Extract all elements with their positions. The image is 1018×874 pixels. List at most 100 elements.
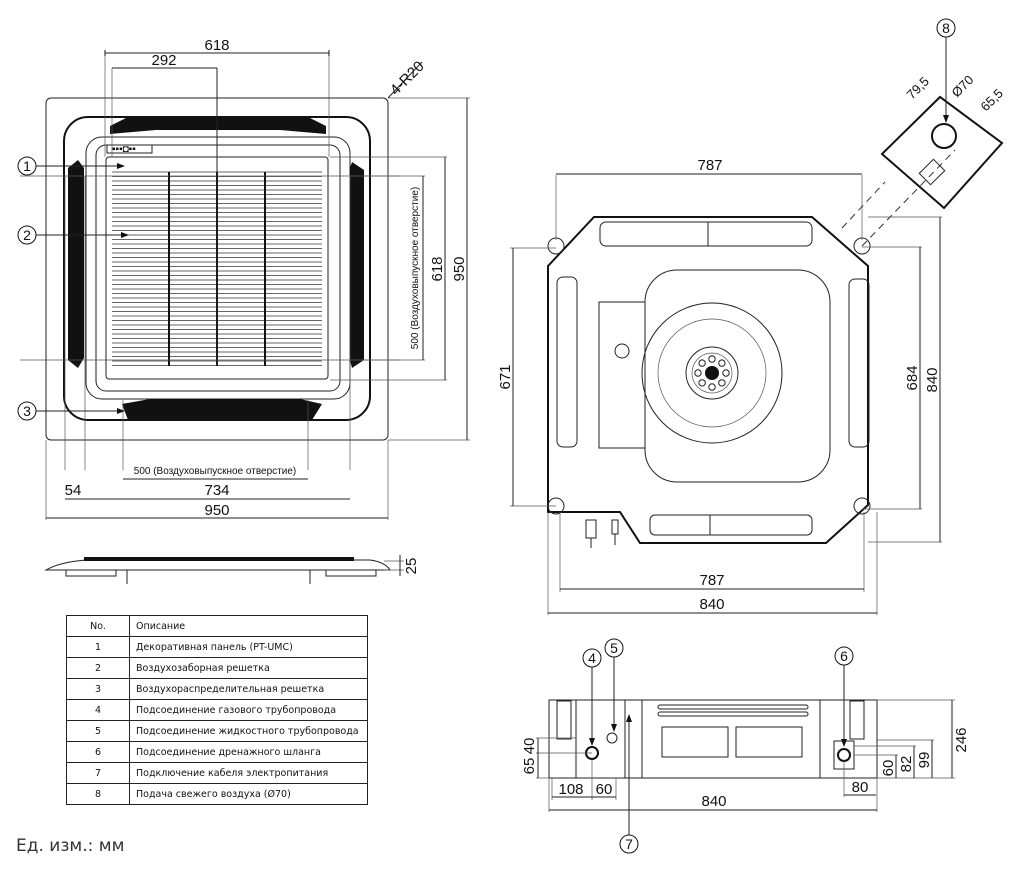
legend-row-no: 4 — [66, 699, 130, 721]
legend-row-no: 6 — [66, 741, 130, 763]
fan-hub-hole — [698, 359, 706, 367]
dim-950-horizontal: 950 — [204, 502, 229, 519]
legend-row-desc: Подача свежего воздуха (Ø70) — [129, 783, 368, 805]
dim-840-bottom: 840 — [699, 596, 724, 613]
legend-header-no: No. — [66, 615, 130, 637]
dim-80: 80 — [852, 779, 869, 796]
svg-text:2: 2 — [23, 227, 31, 243]
unit-bottom-view: 787 671 684 840 787 840 — [497, 157, 942, 615]
legend-row-desc: Подсоединение газового трубопровода — [129, 699, 368, 721]
dim-684: 684 — [904, 365, 921, 390]
unit-front-body — [548, 699, 878, 779]
legend-row-desc: Воздухозаборная решетка — [129, 657, 368, 679]
fan-hub-hole — [722, 369, 730, 377]
callout-1: 1 — [17, 156, 125, 176]
fan-hub-hole — [698, 379, 706, 387]
dim-60: 60 — [596, 781, 613, 798]
legend-row-no: 3 — [66, 678, 130, 700]
dim-65: 65 — [521, 758, 538, 775]
dim-840-front: 840 — [701, 793, 726, 810]
legend-row-desc: Подсоединение жидкостного трубопровода — [129, 720, 368, 742]
legend-row-desc: Воздухораспределительная решетка — [129, 678, 368, 700]
dim-787-bottom: 787 — [699, 572, 724, 589]
mount-bracket — [547, 237, 565, 255]
dim-787-top: 787 — [697, 157, 722, 174]
outlet-left — [68, 160, 84, 368]
legend-row-no: 2 — [66, 657, 130, 679]
legend-header-desc: Описание — [129, 615, 368, 637]
fan-hub-hole — [718, 359, 726, 367]
svg-text:7: 7 — [625, 836, 633, 852]
unit-front-view: 4 5 6 7 40 65 108 60 840 80 — [521, 638, 970, 854]
fan-hub-hole — [694, 369, 702, 377]
dim-292: 292 — [151, 52, 176, 69]
dim-60-right: 60 — [880, 760, 897, 777]
svg-text:1: 1 — [23, 158, 31, 174]
callout-2: 2 — [17, 225, 129, 245]
dim-65-5: 65,5 — [978, 86, 1007, 115]
svg-text:▪▪▪◘▪▪: ▪▪▪◘▪▪ — [112, 144, 136, 155]
legend-row-no: 1 — [66, 636, 130, 658]
outlet-top — [110, 117, 326, 134]
dim-246: 246 — [953, 727, 970, 752]
dim-25: 25 — [403, 558, 420, 575]
legend-row-no: 8 — [66, 783, 130, 805]
control-box — [598, 301, 646, 449]
dim-734: 734 — [204, 482, 229, 499]
legend-header: No. Описание — [66, 615, 368, 637]
liquid-pipe — [611, 519, 619, 535]
legend-row-desc: Подключение кабеля электропитания — [129, 762, 368, 784]
legend-row-desc: Подсоединение дренажного шланга — [129, 741, 368, 763]
gas-pipe — [585, 519, 597, 539]
fan — [641, 302, 783, 444]
dim-diameter-70: Ø70 — [949, 72, 977, 100]
dim-radius: 4-R20 — [387, 58, 428, 99]
panel-side-view: 25 — [44, 555, 420, 584]
outlet-bottom — [122, 399, 322, 420]
dim-618-vertical: 618 — [429, 256, 446, 281]
units-note: Ед. изм.: мм — [16, 836, 125, 856]
dim-82: 82 — [898, 756, 915, 773]
callout-3: 3 — [17, 401, 125, 421]
outlet-right — [350, 162, 364, 368]
legend-row-no: 5 — [66, 720, 130, 742]
fresh-air-opening — [931, 123, 957, 149]
dim-108: 108 — [558, 781, 583, 798]
dim-618-top: 618 — [204, 37, 229, 54]
unit-body — [547, 216, 869, 544]
legend-row-desc: Декоративная панель (PT-UMC) — [129, 636, 368, 658]
dim-950-vertical: 950 — [451, 256, 468, 281]
fan-housing — [644, 269, 831, 483]
svg-text:4: 4 — [588, 650, 596, 666]
dim-outlet-vertical: 500 (Воздуховыпускное отверстие) — [410, 187, 421, 349]
dim-99: 99 — [916, 752, 933, 769]
svg-text:5: 5 — [610, 640, 618, 656]
dim-671: 671 — [497, 364, 514, 389]
dim-79-5: 79,5 — [904, 74, 933, 103]
panel-top-view: ▪▪▪◘▪▪ 618 292 4-R20 950 — [17, 37, 470, 520]
dim-outlet-horizontal: 500 (Воздуховыпускное отверстие) — [134, 466, 296, 477]
svg-text:6: 6 — [840, 648, 848, 664]
fan-hub-hole — [718, 379, 726, 387]
fresh-air-box — [880, 95, 1004, 210]
liquid-port — [606, 732, 618, 744]
dim-40: 40 — [521, 738, 538, 755]
dim-840-vertical: 840 — [924, 367, 941, 392]
mount-bracket — [853, 497, 871, 515]
fan-hub-hole — [708, 355, 716, 363]
dim-54: 54 — [65, 482, 82, 499]
legend-row-no: 7 — [66, 762, 130, 784]
svg-text:8: 8 — [942, 20, 950, 36]
svg-text:3: 3 — [23, 403, 31, 419]
drain-port — [837, 748, 851, 762]
